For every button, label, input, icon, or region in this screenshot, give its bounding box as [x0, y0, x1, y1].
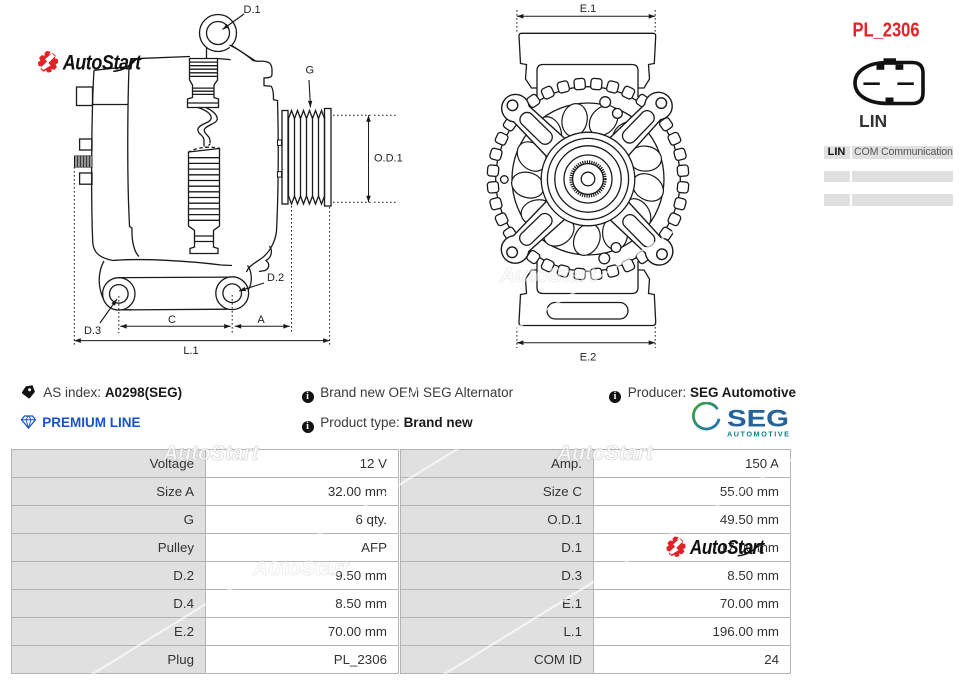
svg-text:AutoStart: AutoStart [62, 50, 142, 74]
svg-text:O.D.1: O.D.1 [374, 153, 403, 165]
svg-text:D.3: D.3 [84, 325, 101, 337]
svg-text:G: G [306, 65, 315, 77]
svg-text:PL_2306: PL_2306 [853, 20, 920, 42]
svg-text:LIN: LIN [859, 111, 887, 131]
svg-text:C: C [168, 314, 176, 326]
svg-text:AutoStart: AutoStart [689, 537, 765, 559]
svg-text:E.2: E.2 [580, 352, 597, 364]
svg-text:D.2: D.2 [267, 272, 284, 284]
svg-text:AUTOMOTIVE: AUTOMOTIVE [727, 430, 789, 439]
svg-text:A: A [257, 314, 265, 326]
svg-text:D.1: D.1 [244, 4, 261, 16]
svg-text:E.1: E.1 [580, 3, 597, 15]
svg-text:L.1: L.1 [183, 345, 198, 357]
svg-text:SEG: SEG [727, 406, 789, 433]
